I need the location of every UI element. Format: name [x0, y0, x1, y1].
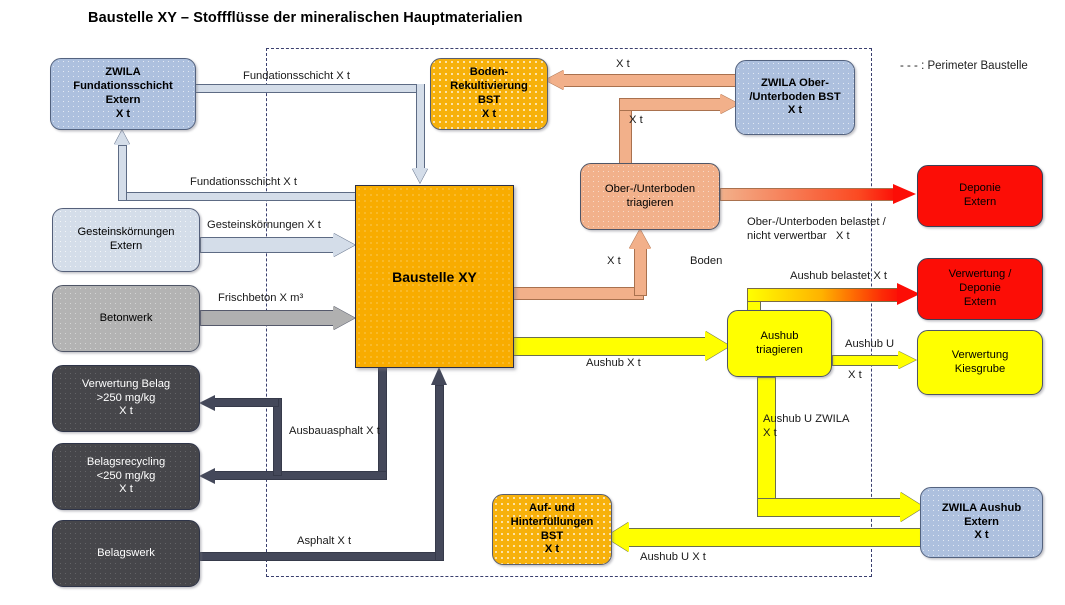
- edge-label-aushub: Aushub X t: [586, 357, 641, 369]
- page-title: Baustelle XY – Stoffflüsse der mineralis…: [88, 10, 523, 26]
- edge-aushub-u-bar: [832, 355, 902, 366]
- edge-aushub-belastet-bar: [747, 288, 902, 302]
- edge-aushub-belastet-arrowhead: [897, 283, 920, 305]
- node-belagswerk[interactable]: Belagswerk: [52, 520, 200, 587]
- edge-ausbauasphalt-arrowhead-verwertungbelag: [199, 395, 215, 411]
- edge-aushub-u-arrowhead: [898, 351, 916, 369]
- node-betonwerk[interactable]: Betonwerk: [52, 285, 200, 352]
- edge-fundationsschicht-out-vertical: [118, 145, 127, 200]
- edge-frischbeton-bar: [200, 310, 336, 326]
- edge-boden-horizontal-from-baustelle: [512, 287, 644, 300]
- edge-fundationsschicht-in-horizontal: [195, 84, 425, 93]
- node-baustelle-xy[interactable]: Baustelle XY: [355, 185, 514, 368]
- edge-aushub-u-zwila-horizontal: [757, 498, 905, 517]
- edge-label-aushub-u-xt: X t: [848, 369, 862, 381]
- node-label: Baustelle XY: [392, 268, 477, 285]
- edge-ausbauasphalt-arrowhead-belagsrecycling: [199, 468, 215, 484]
- edge-label-boden-rekult-in: X t: [616, 58, 630, 70]
- edge-asphalt-arrowhead: [431, 367, 447, 385]
- edge-asphalt-vertical: [435, 385, 444, 561]
- edge-label-asphalt: Asphalt X t: [297, 535, 352, 547]
- edge-fundationsschicht-out-arrowhead: [114, 130, 130, 145]
- edge-asphalt-horizontal: [200, 552, 444, 561]
- edge-zwila-boden-horizontal: [619, 98, 722, 111]
- edge-label-fundationsschicht-out: Fundationsschicht X t: [190, 176, 297, 188]
- edge-frischbeton-arrowhead: [333, 306, 355, 330]
- edge-fundationsschicht-out-horizontal: [118, 192, 359, 201]
- edge-aushub-u-zwila-vertical: [757, 377, 776, 509]
- edge-label-frischbeton: Frischbeton X m³: [218, 292, 304, 304]
- edge-gesteinskoernungen-arrowhead: [333, 233, 355, 257]
- edge-label-oberunterboden-belastet: Ober-/Unterboden belastet /nicht verwert…: [747, 216, 886, 242]
- edge-boden-rekult-bar: [562, 74, 737, 87]
- node-label: Belagswerk: [97, 546, 155, 559]
- edge-fundationsschicht-in-vertical: [416, 84, 425, 170]
- edge-ausbauasphalt-vertical-a: [378, 366, 387, 480]
- node-label: Betonwerk: [99, 311, 153, 324]
- edge-aushub-u-return-bar: [628, 528, 923, 547]
- edge-aushub-bar: [512, 337, 710, 356]
- edge-fundationsschicht-in-arrowhead: [412, 168, 428, 183]
- legend-perimeter-label: - - - : Perimeter Baustelle: [900, 60, 1028, 72]
- edge-oberunterboden-belastet-bar: [720, 188, 898, 201]
- edge-boden-rekult-arrowhead: [545, 70, 564, 90]
- edge-label-aushub-u: Aushub U: [845, 338, 895, 350]
- edge-label-aushub-belastet: Aushub belastet X t: [790, 270, 888, 282]
- edge-ausbauasphalt-vertical-c: [273, 398, 282, 476]
- edge-label-fundationsschicht-in: Fundationsschicht X t: [243, 70, 350, 82]
- edge-oberunterboden-belastet-arrowhead: [893, 184, 916, 204]
- edge-ausbauasphalt-horizontal-b: [213, 471, 387, 480]
- edge-aushub-arrowhead: [705, 331, 730, 361]
- edge-label-aushub-u-return: Aushub U X t: [640, 551, 706, 563]
- edge-label-zwila-boden-in: X t: [629, 114, 643, 126]
- edge-gesteinskoernungen-bar: [200, 237, 336, 253]
- edge-label-gesteinskoernungen: Gesteinskörnungen X t: [207, 219, 321, 231]
- edge-boden-vertical-up: [634, 248, 647, 296]
- edge-label-boden: Boden: [690, 255, 723, 267]
- edge-label-ausbauasphalt: Ausbauasphalt X t: [289, 425, 380, 437]
- edge-label-boden-xt: X t: [607, 255, 621, 267]
- edge-ausbauasphalt-horizontal-d: [213, 398, 279, 407]
- edge-zwila-boden-arrowhead: [720, 94, 739, 114]
- edge-boden-arrowhead: [629, 229, 651, 249]
